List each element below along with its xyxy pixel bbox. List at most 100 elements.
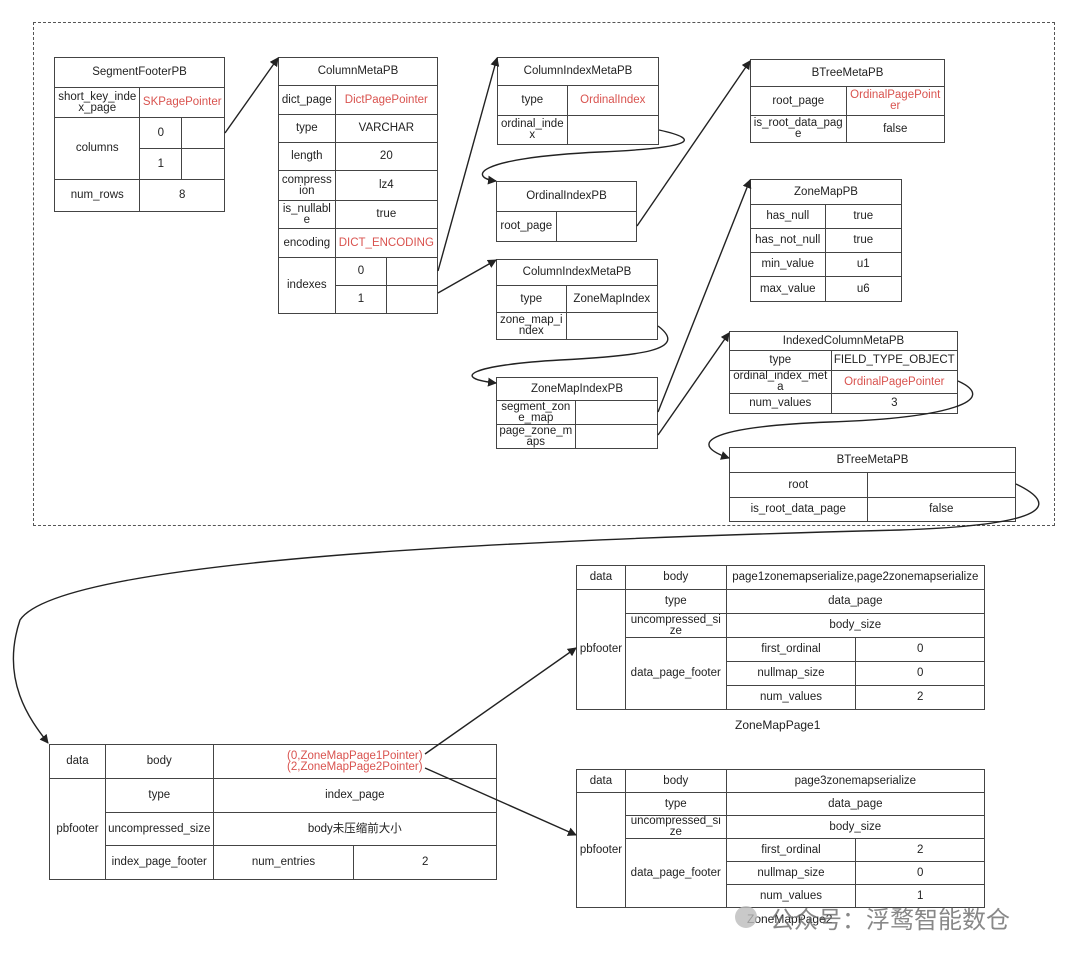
- column-index-meta-zonemap-title: ColumnIndexMetaPB: [496, 259, 658, 286]
- dict-page-label: dict_page: [278, 85, 336, 115]
- dict-page-pointer: DictPagePointer: [334, 85, 439, 115]
- zone-map-pb-title: ZoneMapPB: [750, 179, 902, 205]
- type-value: index_page: [212, 778, 498, 813]
- type-label: type: [278, 114, 336, 143]
- first-ordinal-value: 0: [855, 637, 985, 662]
- first-ordinal-value: 2: [855, 838, 985, 862]
- has-not-null-value: true: [824, 228, 903, 253]
- index-page-footer-label: index_page_footer: [104, 845, 214, 880]
- watermark-icon: [735, 906, 757, 928]
- pbfooter-label: pbfooter: [576, 589, 626, 710]
- data-label: data: [576, 565, 626, 590]
- ordinal-index-title: OrdinalIndexPB: [496, 181, 637, 212]
- zone-map-index-title: ZoneMapIndexPB: [496, 377, 658, 401]
- data-page-footer-label: data_page_footer: [624, 838, 727, 908]
- first-ordinal-label: first_ordinal: [725, 838, 857, 862]
- index-page-body-value: (0,ZoneMapPage1Pointer)(2,ZoneMapPage2Po…: [212, 744, 498, 779]
- indexes-index-0: 0: [334, 257, 388, 286]
- uncompressed-size-value: body未压缩前大小: [212, 812, 498, 846]
- arrow-pointer1-to-page1: [424, 647, 577, 755]
- pbfooter-label: pbfooter: [49, 778, 106, 880]
- min-value-value: u1: [824, 252, 903, 277]
- nullmap-size-label: nullmap_size: [725, 861, 857, 885]
- min-value-label: min_value: [750, 252, 826, 277]
- ordinal-index-label: ordinal_index: [497, 115, 568, 145]
- first-ordinal-label: first_ordinal: [725, 637, 857, 662]
- ordinal-index-meta-label: ordinal_index_meta: [729, 370, 832, 394]
- zone-map-page-1-pointer: (0,ZoneMapPage1Pointer): [287, 749, 423, 762]
- zone-map-page-1-caption: ZoneMapPage1: [735, 718, 821, 732]
- zone-map-index-label: zone_map_index: [496, 312, 567, 340]
- is-nullable-value: true: [334, 200, 439, 229]
- type-label: type: [496, 285, 567, 313]
- columns-index-0: 0: [139, 117, 183, 149]
- max-value-value: u6: [824, 276, 903, 302]
- num-rows-label: num_rows: [53, 179, 141, 212]
- zone-map-index-slot: [565, 312, 659, 340]
- ordinal-page-pointer: OrdinalPagePointer: [845, 86, 945, 116]
- root-page-label: root_page: [496, 211, 557, 242]
- zone-map-page-2-pointer: (2,ZoneMapPage2Pointer): [287, 760, 423, 773]
- page-zone-maps-label: page_zone_maps: [496, 424, 576, 449]
- columns-slot-1: [181, 148, 225, 180]
- ordinal-index-slot: [566, 115, 660, 145]
- has-null-label: has_null: [750, 204, 826, 229]
- compression-value: lz4: [334, 170, 439, 201]
- nullmap-size-value: 0: [855, 661, 985, 686]
- zone-map-index-type-value: ZoneMapIndex: [565, 285, 659, 313]
- indexes-slot-1: [386, 285, 438, 314]
- zone-map-index-table: ZoneMapIndexPB segment_zone_map page_zon…: [496, 377, 659, 449]
- root-page-label: root_page: [750, 86, 847, 116]
- indexes-index-1: 1: [334, 285, 388, 314]
- num-entries-label: num_entries: [212, 845, 355, 880]
- short-key-index-page-label: short_key_index_page: [53, 87, 141, 118]
- length-label: length: [278, 142, 336, 171]
- encoding-value: DICT_ENCODING: [334, 228, 439, 258]
- indexes-slot-0: [386, 257, 438, 286]
- num-values-label: num_values: [725, 884, 857, 908]
- type-label: type: [624, 792, 727, 816]
- is-root-data-page-value: false: [845, 115, 945, 143]
- columns-label: columns: [53, 117, 141, 180]
- type-label: type: [497, 85, 568, 116]
- segment-footer-title: SegmentFooterPB: [54, 57, 225, 88]
- page-zone-maps-slot: [574, 424, 659, 449]
- type-value: data_page: [725, 792, 986, 816]
- num-values-label: num_values: [725, 685, 857, 710]
- body-value: page1zonemapserialize,page2zonemapserial…: [725, 565, 986, 590]
- data-page-footer-label: data_page_footer: [624, 637, 727, 710]
- watermark: 公众号：浮鹜智能数仓: [770, 906, 1010, 934]
- num-values-value: 2: [855, 685, 985, 710]
- column-meta-title: ColumnMetaPB: [278, 57, 438, 86]
- uncompressed-size-value: body_size: [725, 613, 986, 638]
- length-value: 20: [334, 142, 439, 171]
- root-slot: [866, 472, 1017, 498]
- nullmap-size-label: nullmap_size: [725, 661, 857, 686]
- ordinal-index-table: OrdinalIndexPB root_page: [496, 181, 638, 242]
- zone-map-page-2-caption: ZoneMapPage2: [747, 912, 833, 926]
- columns-index-1: 1: [139, 148, 183, 180]
- num-values-value: 3: [830, 393, 959, 414]
- is-root-data-page-label: is_root_data_page: [750, 115, 847, 143]
- max-value-label: max_value: [750, 276, 826, 302]
- compression-label: compression: [278, 170, 336, 201]
- is-root-data-page-value: false: [866, 497, 1017, 522]
- sk-page-pointer: SKPagePointer: [139, 87, 225, 118]
- num-rows-value: 8: [139, 179, 225, 212]
- has-not-null-label: has_not_null: [750, 228, 826, 253]
- segment-zone-map-slot: [574, 400, 659, 425]
- data-label: data: [49, 744, 106, 779]
- pbfooter-label: pbfooter: [576, 792, 626, 908]
- type-label: type: [624, 589, 727, 614]
- body-label: body: [104, 744, 214, 779]
- type-value: data_page: [725, 589, 986, 614]
- uncompressed-size-label: uncompressed_size: [624, 815, 727, 839]
- column-index-meta-ordinal-title: ColumnIndexMetaPB: [497, 57, 659, 86]
- indexed-column-meta-title: IndexedColumnMetaPB: [729, 331, 958, 351]
- body-label: body: [624, 769, 727, 793]
